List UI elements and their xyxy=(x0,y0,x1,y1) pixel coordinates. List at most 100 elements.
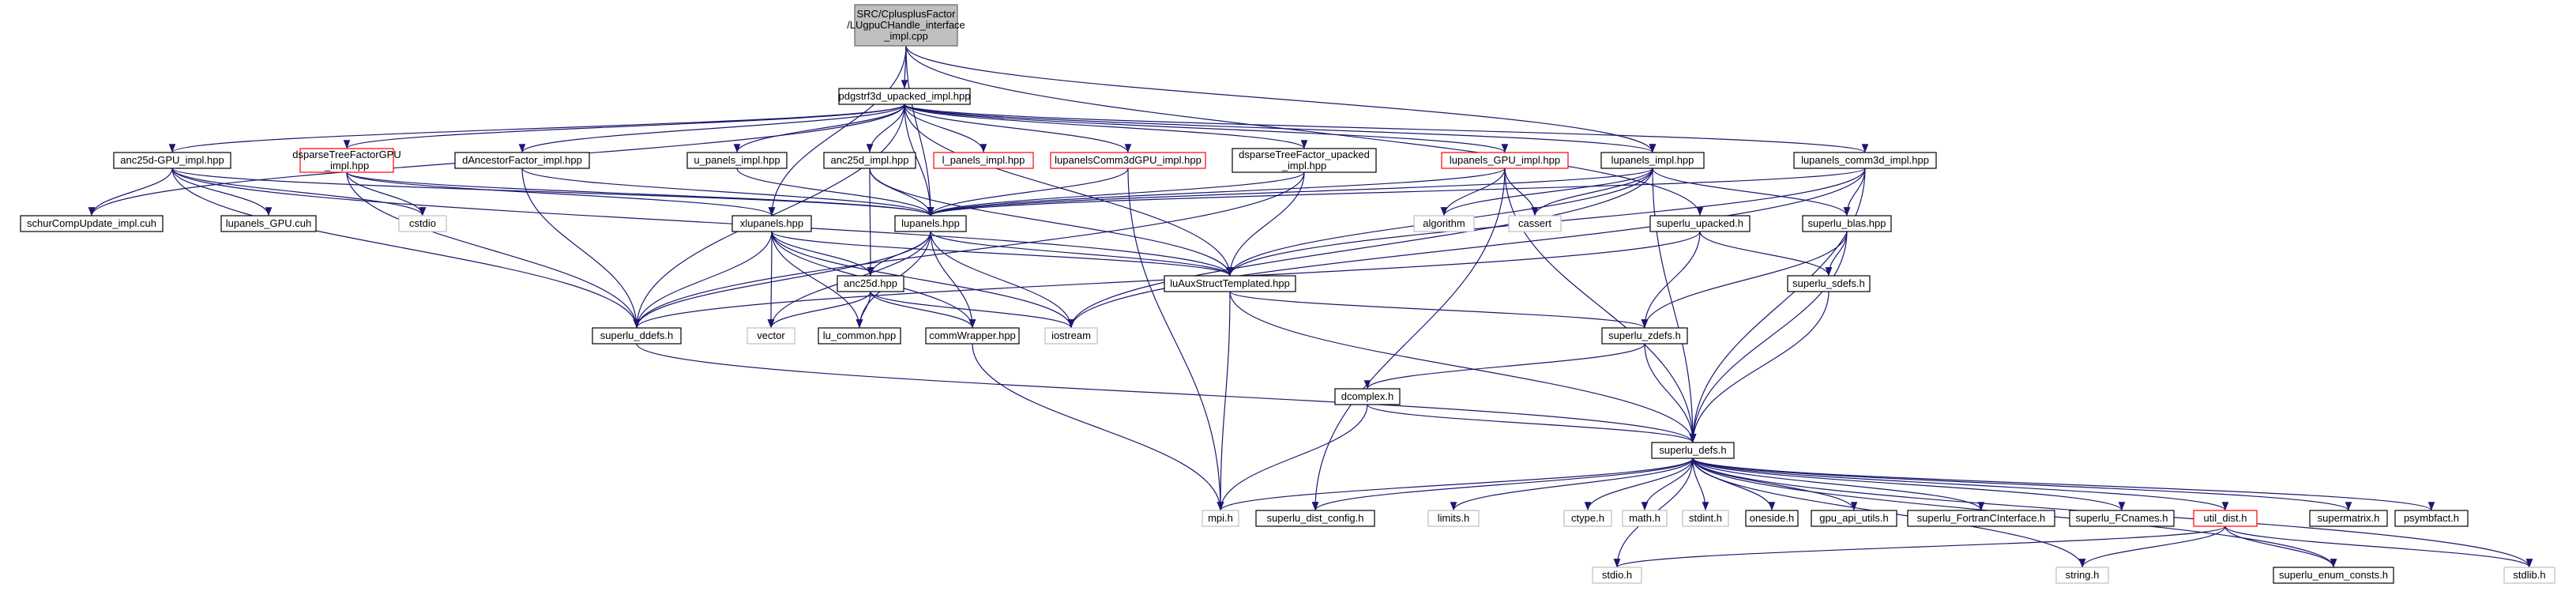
edge-dsparsegpu-to-cstdio xyxy=(346,171,427,217)
node-suenum[interactable]: superlu_enum_consts.h xyxy=(2273,567,2394,584)
edge-line xyxy=(346,171,776,217)
node-label: iostream xyxy=(1051,330,1091,341)
node-box xyxy=(1563,510,1612,527)
node-lupcomm3dgpu[interactable]: lupanelsComm3dGPU_impl.hpp xyxy=(1050,152,1206,169)
edge-pdgstrf3d-to-dsparsegpu xyxy=(343,104,905,149)
node-label: lupanels_GPU_impl.hpp xyxy=(1450,154,1560,166)
node-xlupanels[interactable]: xlupanels.hpp xyxy=(731,215,812,232)
node-supermatrix[interactable]: supermatrix.h xyxy=(2309,510,2388,527)
edge-sudefs-to-gpuapi xyxy=(1692,458,1858,511)
edge-line xyxy=(1504,168,1697,443)
node-dancestor[interactable]: dAncestorFactor_impl.hpp xyxy=(454,152,590,169)
node-dsparseupk[interactable]: dsparseTreeFactor_upacked_impl.hpp xyxy=(1232,148,1377,173)
edge-pdgstrf3d-to-lupcomm3d xyxy=(904,104,1868,153)
edge-line xyxy=(1363,343,1645,390)
edge-line xyxy=(1531,168,1653,217)
node-susdefs[interactable]: superlu_sdefs.h xyxy=(1787,275,1871,292)
node-box xyxy=(837,275,904,292)
edge-line xyxy=(904,104,1132,153)
node-box xyxy=(1413,215,1475,232)
edge-anc25d-to-vector xyxy=(767,291,871,329)
edge-pdgstrf3d-to-luaux xyxy=(904,104,1234,277)
node-psymbfact[interactable]: psymbfact.h xyxy=(2394,510,2469,527)
node-lupgpu[interactable]: lupanels_GPU_impl.hpp xyxy=(1441,152,1569,169)
node-gpuapi[interactable]: gpu_api_utils.h xyxy=(1811,510,1897,527)
edge-line xyxy=(346,171,427,217)
node-box xyxy=(1649,215,1751,232)
node-box xyxy=(2055,567,2109,584)
node-dsparsegpu[interactable]: dsparseTreeFactorGPU_impl.hpp xyxy=(292,148,401,173)
edge-line xyxy=(927,168,1866,217)
node-upanels[interactable]: u_panels_impl.hpp xyxy=(686,152,788,169)
node-utildist[interactable]: util_dist.h xyxy=(2193,510,2258,527)
node-label: l_panels_impl.hpp xyxy=(942,154,1025,166)
edge-line xyxy=(1450,458,1694,511)
edge-line xyxy=(171,168,273,217)
node-lupgpucuh[interactable]: lupanels_GPU.cuh xyxy=(220,215,317,232)
node-label: u_panels_impl.hpp xyxy=(694,154,780,166)
node-box xyxy=(1202,510,1239,527)
edge-root-to-lupimpl xyxy=(905,45,1657,153)
node-lpanels[interactable]: l_panels_impl.hpp xyxy=(933,152,1034,169)
node-sufcnames[interactable]: superlu_FCnames.h xyxy=(2069,510,2175,527)
edge-line xyxy=(1689,291,1830,443)
edge-line xyxy=(1699,231,1833,277)
node-box xyxy=(2309,510,2388,527)
node-label: string.h xyxy=(2066,569,2100,581)
node-lupcomm3d[interactable]: lupanels_comm3d_impl.hpp xyxy=(1793,152,1937,169)
edge-line xyxy=(636,343,1697,443)
node-root[interactable]: SRC/CplusplusFactor/LUgpuCHandle_interfa… xyxy=(847,4,965,47)
node-dcomplex[interactable]: dcomplex.h xyxy=(1334,388,1401,405)
edge-sudefs-to-math xyxy=(1641,458,1694,511)
edge-lupimpl-to-algorithm xyxy=(1440,168,1653,217)
node-anc25d[interactable]: anc25d.hpp xyxy=(837,275,904,292)
node-box xyxy=(818,327,901,345)
node-label: superlu_upacked.h xyxy=(1657,217,1743,229)
node-label: superlu_defs.h xyxy=(1659,444,1726,456)
node-suddefs[interactable]: superlu_ddefs.h xyxy=(592,327,682,345)
node-label: superlu_zdefs.h xyxy=(1608,330,1681,341)
edge-luaux-to-suzdefs xyxy=(1229,291,1649,329)
edge-line xyxy=(1584,458,1694,511)
edge-root-to-suupacked xyxy=(905,45,1704,217)
edge-line xyxy=(767,291,871,329)
edge-line xyxy=(88,168,173,217)
edge-line xyxy=(171,168,1234,277)
node-suupacked[interactable]: superlu_upacked.h xyxy=(1649,215,1751,232)
node-lupimpl[interactable]: lupanels_impl.hpp xyxy=(1600,152,1705,169)
node-box xyxy=(1334,388,1401,405)
node-schur[interactable]: schurCompUpdate_impl.cuh xyxy=(20,215,164,232)
node-label: schurCompUpdate_impl.cuh xyxy=(27,217,156,229)
edge-line xyxy=(856,291,871,329)
edge-line xyxy=(1692,458,1858,511)
edge-lupimpl-to-subla xyxy=(1652,168,1851,217)
edge-anc25dgpu-to-cstdio xyxy=(171,168,427,217)
edge-line xyxy=(905,45,1657,153)
node-sufortran[interactable]: superlu_FortranCInterface.h xyxy=(1907,510,2055,527)
edge-line xyxy=(1641,231,1848,329)
node-label: superlu_dist_config.h xyxy=(1267,512,1364,524)
edge-line xyxy=(930,231,976,329)
node-box xyxy=(1441,152,1569,169)
node-stdio: stdio.h xyxy=(1592,567,1642,584)
node-suzdefs[interactable]: superlu_zdefs.h xyxy=(1601,327,1688,345)
node-label: _impl.hpp xyxy=(324,160,369,171)
node-anc25dimpl[interactable]: anc25d_impl.hpp xyxy=(823,152,916,169)
edge-root-to-xlupanels xyxy=(768,45,907,217)
node-anc25dgpu[interactable]: anc25d-GPU_impl.hpp xyxy=(113,152,231,169)
node-sudistcfg[interactable]: superlu_dist_config.h xyxy=(1255,510,1375,527)
node-label: stdio.h xyxy=(1602,569,1632,581)
node-pdgstrf3d[interactable]: pdgstrf3d_upacked_impl.hpp xyxy=(838,88,971,105)
node-label: gpu_api_utils.h xyxy=(1819,512,1888,524)
node-commwrap[interactable]: commWrapper.hpp xyxy=(925,327,1020,345)
node-sudefs[interactable]: superlu_defs.h xyxy=(1651,442,1735,459)
node-label: ctype.h xyxy=(1571,512,1604,524)
node-oneside[interactable]: oneside.h xyxy=(1745,510,1799,527)
edge-line xyxy=(1127,168,1224,511)
node-lucommon[interactable]: lu_common.hpp xyxy=(818,327,901,345)
edge-line xyxy=(904,104,1656,153)
node-luaux[interactable]: luAuxStructTemplated.hpp xyxy=(1164,275,1296,292)
node-lupanels[interactable]: lupanels.hpp xyxy=(894,215,967,232)
edge-lupgpu-to-sudistcfg xyxy=(1311,168,1506,511)
node-subla[interactable]: superlu_blas.hpp xyxy=(1802,215,1892,232)
